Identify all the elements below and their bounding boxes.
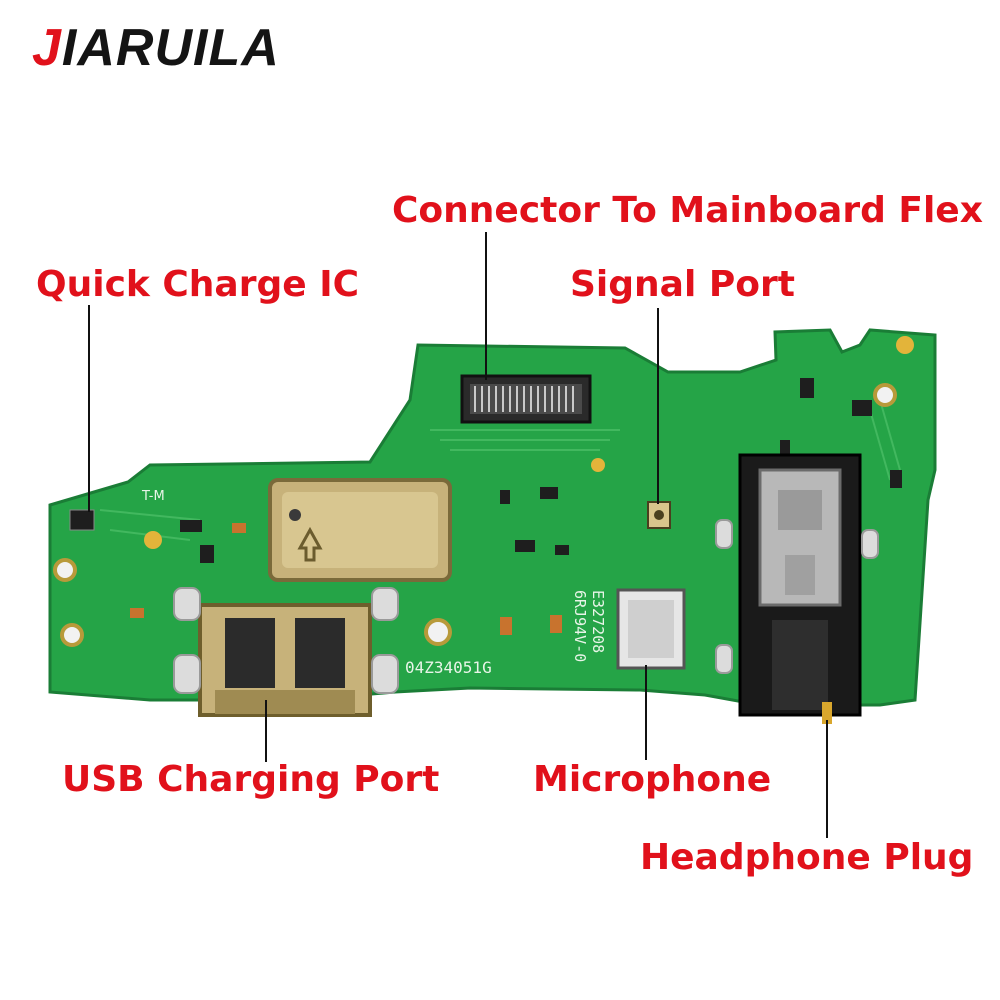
metal-shield-component <box>268 478 452 582</box>
usb-port-leader-line <box>265 700 267 762</box>
usb-port-callout-label: USB Charging Port <box>62 759 440 800</box>
signal-port-callout-label: Signal Port <box>570 264 795 305</box>
headphone-jack <box>738 453 862 724</box>
microphone-component <box>616 588 686 670</box>
signal-port-connector <box>647 501 671 529</box>
headphone-callout-label: Headphone Plug <box>640 837 974 878</box>
signal-port-leader-line <box>657 308 659 504</box>
brand-logo-letter: J <box>32 19 62 77</box>
brand-logo-text: IARUILA <box>61 19 280 77</box>
microphone-callout-label: Microphone <box>533 759 772 800</box>
quick-charge-ic-chip <box>69 509 95 531</box>
board-rating-print: 6RJ94V-0 <box>571 590 589 662</box>
board-serial-print: 04Z34051G <box>405 658 492 677</box>
board-mark-print: T-M <box>141 489 165 504</box>
mainboard-flex-connector <box>460 374 592 424</box>
headphone-leader-line <box>826 720 828 838</box>
microphone-leader-line <box>645 665 647 760</box>
usb-charging-port <box>198 603 372 717</box>
connector-leader-line <box>485 232 487 380</box>
quick-charge-leader-line <box>88 305 90 512</box>
brand-logo: JIARUILA <box>32 22 280 74</box>
board-code-print: E327208 <box>589 590 607 653</box>
connector-callout-label: Connector To Mainboard Flex <box>392 190 983 231</box>
quick-charge-callout-label: Quick Charge IC <box>36 264 360 305</box>
